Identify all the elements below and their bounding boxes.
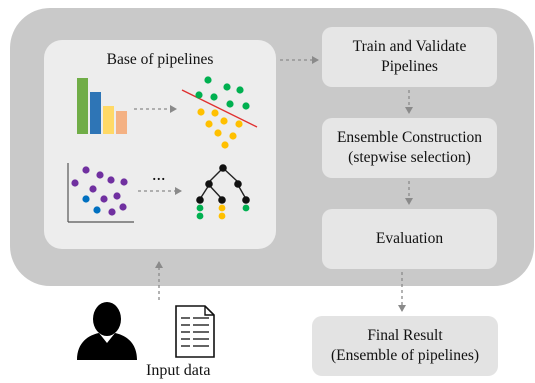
ensemble-construction-stage: Ensemble Construction (stepwise selectio…: [322, 118, 497, 178]
bar-chart-icon: [77, 78, 127, 134]
scatter-plot-icon: [67, 163, 134, 223]
base-of-pipelines-title: Base of pipelines: [106, 51, 214, 68]
ellipsis-text: ...: [152, 164, 166, 184]
document-icon: [175, 305, 215, 358]
input-data-label: Input data: [146, 362, 211, 379]
decision-tree-icon: [196, 164, 250, 220]
pipelines-base-box: [44, 40, 276, 249]
final-result-stage: Final Result (Ensemble of pipelines): [312, 316, 498, 376]
user-icon: [77, 302, 137, 360]
evaluation-stage: Evaluation: [322, 209, 497, 269]
train-validate-stage: Train and Validate Pipelines: [322, 27, 497, 87]
classifier-scatter-icon: [181, 76, 258, 149]
